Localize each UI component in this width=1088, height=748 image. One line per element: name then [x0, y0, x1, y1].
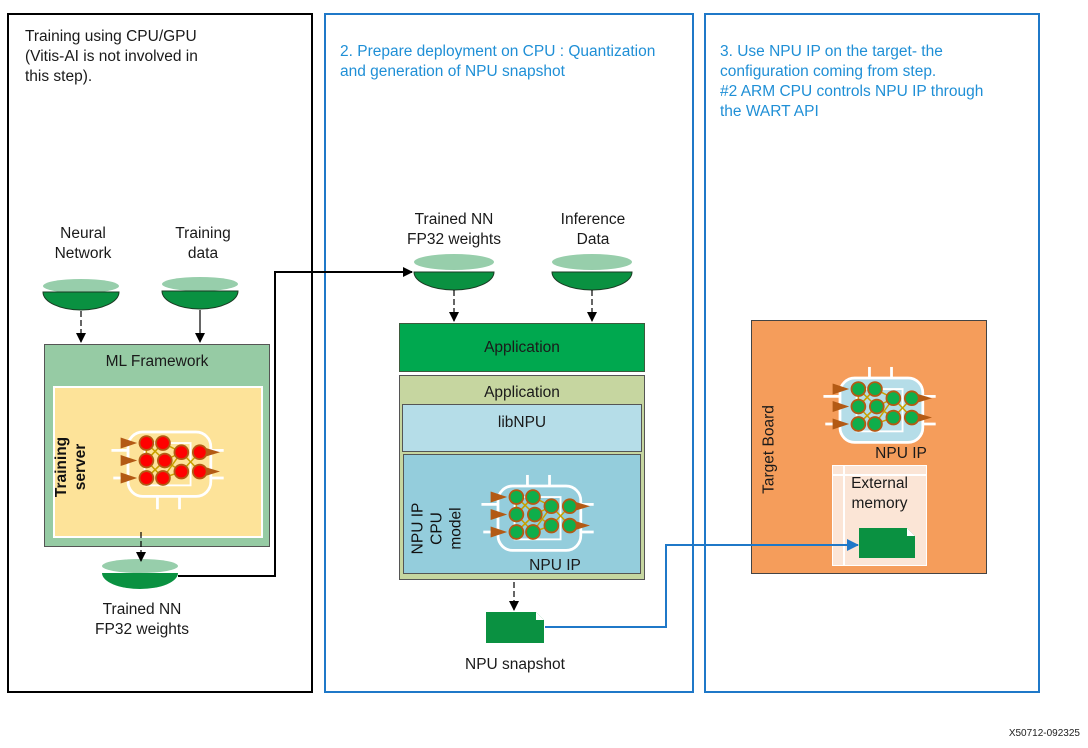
arrow-snapshot-to-memory — [545, 539, 859, 628]
flow-arrows — [76, 267, 597, 611]
application-inner-label: Application — [484, 384, 560, 401]
inference-data-database-icon — [551, 254, 633, 291]
label-line: Inference — [560, 211, 626, 228]
training-data-label: Training data — [158, 224, 248, 264]
title-line: 2. Prepare deployment on CPU : Quantizat… — [340, 43, 656, 60]
cpu-model-npu-chip-icon — [481, 474, 594, 552]
memory-snapshot-file-icon — [859, 528, 915, 558]
application-box: Application — [399, 323, 645, 372]
label-line: Neural — [60, 225, 106, 242]
title-line: 3. Use NPU IP on the target- the — [720, 43, 943, 60]
arrow-weights-transfer — [178, 267, 413, 577]
title-line: this step). — [25, 68, 93, 85]
label-line: Network — [54, 245, 112, 262]
title-line: the WART API — [720, 103, 819, 120]
trained-nn-output-label: Trained NN FP32 weights — [82, 600, 202, 640]
label-line: FP32 weights — [95, 621, 189, 638]
trained-nn-input-label: Trained NN FP32 weights — [394, 210, 514, 250]
neural-network-database-icon — [42, 279, 120, 311]
trained-nn-input-database-icon — [413, 254, 495, 291]
npu-snapshot-file-icon — [486, 612, 544, 643]
trained-nn-output-database-icon — [102, 559, 178, 589]
label-line: External — [851, 475, 908, 492]
label-line: Trained NN — [414, 211, 494, 228]
label-line: Data — [576, 231, 610, 248]
title-line: and generation of NPU snapshot — [340, 63, 565, 80]
inference-data-label: Inference Data — [548, 210, 638, 250]
libnpu-label: libNPU — [497, 414, 547, 431]
neural-network-label: Neural Network — [38, 224, 128, 264]
target-panel-title: 3. Use NPU IP on the target- the configu… — [720, 42, 983, 122]
deployment-panel-title: 2. Prepare deployment on CPU : Quantizat… — [340, 42, 655, 82]
external-memory-label: External memory — [842, 474, 917, 514]
training-data-database-icon — [161, 277, 239, 310]
figure-id: X50712-092325 — [1008, 728, 1080, 739]
ml-framework-label: ML Framework — [105, 353, 209, 370]
title-line: #2 ARM CPU controls NPU IP through — [720, 83, 984, 100]
title-line: (Vitis-AI is not involved in — [25, 48, 198, 65]
application-label: Application — [484, 338, 560, 356]
deployment-panel — [324, 13, 694, 693]
npu-snapshot-label: NPU snapshot — [465, 656, 565, 673]
npu-ip-cpu-model-label: NPU IP — [529, 557, 581, 574]
label-line: Training — [175, 225, 231, 242]
title-line: Training using CPU/GPU — [25, 28, 197, 45]
label-line: memory — [851, 495, 908, 512]
target-npu-chip-icon — [823, 366, 936, 444]
title-line: configuration coming from step. — [720, 63, 937, 80]
npu-ip-target-label: NPU IP — [875, 445, 927, 462]
training-panel — [7, 13, 313, 693]
label-line: Trained NN — [102, 601, 182, 618]
training-npu-chip-icon — [111, 430, 224, 510]
target-panel — [704, 13, 1040, 693]
label-line: data — [187, 245, 219, 262]
libnpu-box: libNPU — [402, 404, 642, 452]
training-panel-title: Training using CPU/GPU (Vitis-AI is not … — [25, 27, 198, 87]
label-line: FP32 weights — [407, 231, 501, 248]
